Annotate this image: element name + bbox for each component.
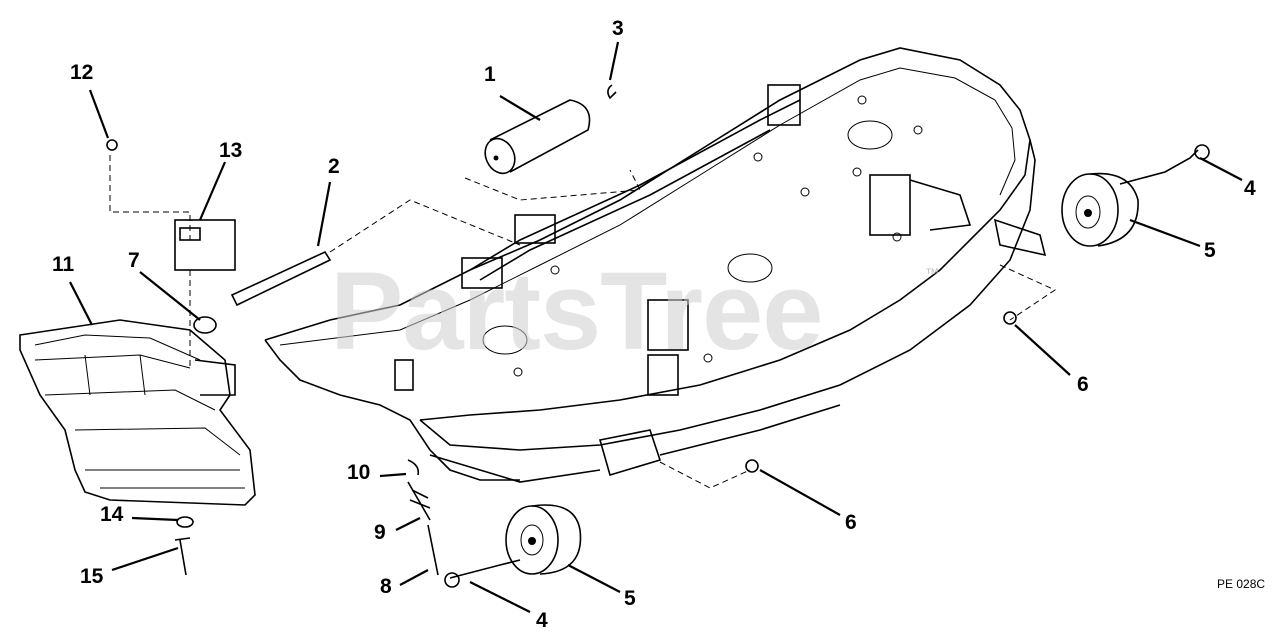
- callout-2: 2: [328, 155, 340, 178]
- partstree-watermark: PartsTree: [330, 250, 823, 373]
- callout-12: 12: [70, 61, 94, 84]
- callout-10: 10: [347, 461, 371, 484]
- callout-11: 11: [52, 253, 75, 276]
- drawing-code: PE 028C: [1217, 577, 1266, 591]
- callout-15: 15: [80, 565, 104, 588]
- callout-6-right: 6: [1077, 373, 1089, 396]
- callout-5-left: 5: [624, 587, 636, 610]
- part-2-rod: [230, 199, 521, 307]
- callout-1: 1: [484, 63, 496, 86]
- mower-deck: [264, 47, 1047, 483]
- callout-13: 13: [219, 139, 243, 162]
- part-1-roller: [464, 99, 641, 201]
- callout-8: 8: [380, 575, 392, 598]
- left-wheel-assembly: [444, 459, 759, 588]
- part-14-15-hardware: [174, 516, 194, 576]
- right-wheel-assembly: [999, 144, 1210, 325]
- callout-4-right: 4: [1244, 177, 1256, 200]
- part-11-discharge-chute: [19, 319, 256, 506]
- small-hardware: [106, 139, 439, 576]
- callout-9: 9: [374, 521, 386, 544]
- callout-3: 3: [612, 17, 624, 40]
- leader-lines: [69, 41, 1243, 613]
- callout-7: 7: [128, 249, 140, 272]
- callout-5-right: 5: [1204, 239, 1216, 262]
- callout-14: 14: [100, 503, 124, 526]
- callout-6-left: 6: [845, 511, 857, 534]
- part-3-clip: [607, 84, 617, 100]
- trademark-symbol: ™: [925, 265, 939, 281]
- callout-4-left: 4: [536, 609, 548, 632]
